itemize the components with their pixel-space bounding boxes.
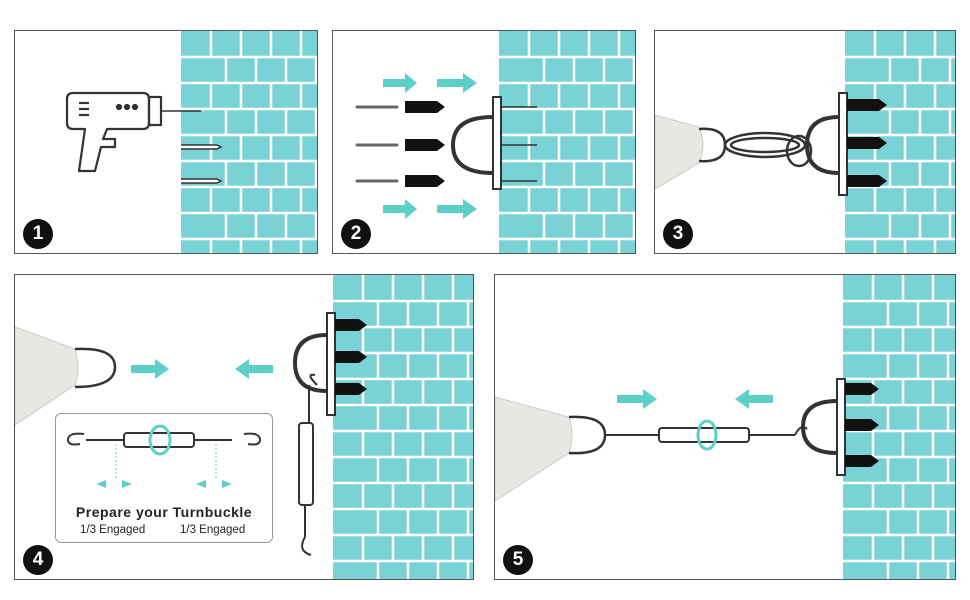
drill-scene <box>65 31 317 253</box>
turnbuckle-icon <box>66 432 262 448</box>
step-2-panel: 2 <box>332 30 636 254</box>
step-badge: 2 <box>341 219 371 249</box>
brick-mortar-lines <box>843 275 955 579</box>
turnbuckle-diagram <box>66 424 262 488</box>
wall-plugs <box>847 99 887 187</box>
pad-eye-plate <box>292 312 336 416</box>
step-5-panel: 5 <box>494 274 956 580</box>
brick-mortar-lines <box>845 31 955 253</box>
anchors-scene <box>355 31 635 253</box>
pad-eye-plate <box>804 92 848 196</box>
step-badge: 1 <box>23 219 53 249</box>
rotation-arrow <box>696 419 718 451</box>
drilled-holes <box>181 144 223 184</box>
wall-plugs <box>845 383 879 467</box>
sail-corner <box>15 326 79 426</box>
sail-corner <box>655 114 704 190</box>
brick-wall <box>181 31 317 253</box>
drill-icon <box>65 91 201 173</box>
d-ring <box>74 347 117 389</box>
step-badge: 4 <box>23 545 53 575</box>
direction-arrows <box>383 73 477 219</box>
vertical-turnbuckle <box>298 373 318 556</box>
step-badge: 3 <box>663 219 693 249</box>
step-badge: 5 <box>503 545 533 575</box>
step-1-panel: 1 <box>14 30 318 254</box>
direction-arrows <box>617 389 773 409</box>
pad-eye-plate <box>800 378 846 476</box>
direction-arrows <box>131 359 273 379</box>
turnbuckle-title: Prepare your Turnbuckle <box>75 504 253 520</box>
rotation-arrow <box>148 424 172 456</box>
left-engaged-label: 1/3 Engaged <box>80 524 146 536</box>
step-4-panel: Prepare your Turnbuckle 1/3 Engaged 1/3 … <box>14 274 474 580</box>
screws <box>355 105 399 183</box>
engagement-guides <box>115 444 217 480</box>
turnbuckle-prep-callout: Prepare your Turnbuckle 1/3 Engaged 1/3 … <box>55 413 273 543</box>
wall-plugs <box>405 101 445 187</box>
turnbuckle-scene <box>15 275 473 579</box>
right-engaged-label: 1/3 Engaged <box>180 524 246 536</box>
d-ring <box>568 415 607 455</box>
pad-eye-plate <box>450 96 537 190</box>
step-3-panel: 3 <box>654 30 956 254</box>
brick-wall <box>499 31 635 253</box>
engagement-arrows <box>96 480 232 488</box>
final-tension-scene <box>495 275 955 579</box>
brick-mortar-lines <box>499 31 635 253</box>
sail-corner <box>495 396 573 502</box>
wall-plugs <box>335 319 367 395</box>
installed-turnbuckle <box>605 426 808 443</box>
carabiner-scene <box>655 31 955 253</box>
carabiner-icon <box>723 131 813 168</box>
